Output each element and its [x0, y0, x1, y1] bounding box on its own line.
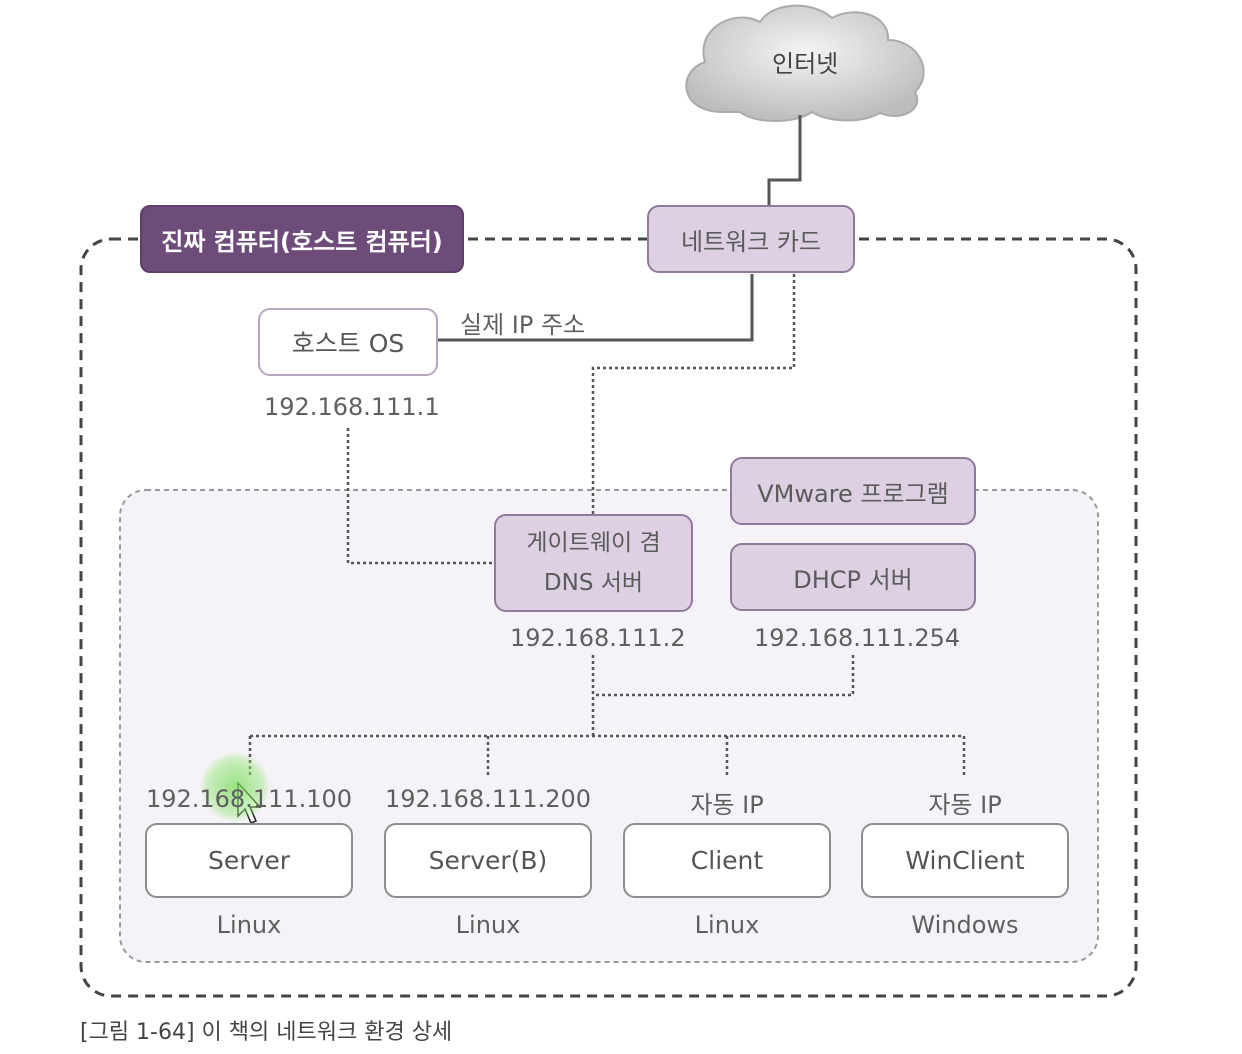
host-os-box: 호스트 OS — [258, 308, 438, 376]
gateway-ip: 192.168.111.2 — [510, 624, 686, 652]
client-os: Linux — [694, 911, 760, 939]
winclient-os: Windows — [911, 911, 1019, 939]
gateway-dns-box: 게이트웨이 겸 DNS 서버 — [494, 514, 693, 612]
client-ip: 자동 IP — [690, 791, 764, 819]
server-box: Server — [145, 823, 353, 898]
host-computer-label: 진짜 컴퓨터(호스트 컴퓨터) — [140, 205, 464, 273]
serverb-os: Linux — [455, 911, 521, 939]
cursor-highlight — [200, 752, 270, 822]
serverb-ip: 192.168.111.200 — [384, 785, 592, 813]
nat-link — [591, 274, 796, 514]
winclient-ip: 자동 IP — [928, 791, 1002, 819]
cloud-icon — [685, 4, 925, 122]
host-os-ip: 192.168.111.1 — [264, 393, 440, 421]
winclient-box: WinClient — [861, 823, 1069, 898]
dhcp-ip: 192.168.111.254 — [754, 624, 961, 652]
internet-link — [767, 115, 802, 205]
client-box: Client — [623, 823, 831, 898]
network-card-box: 네트워크 카드 — [647, 205, 855, 273]
figure-caption: [그림 1-64] 이 책의 네트워크 환경 상세 — [80, 1020, 453, 1045]
gateway-label-line2: DNS 서버 — [543, 570, 644, 596]
serverb-box: Server(B) — [384, 823, 592, 898]
dhcp-server-box: DHCP 서버 — [730, 543, 976, 611]
gateway-label-line1: 게이트웨이 겸 — [526, 530, 661, 556]
host-gateway-link — [346, 428, 494, 565]
server-os: Linux — [216, 911, 282, 939]
real-ip-link — [437, 274, 754, 342]
internet-label: 인터넷 — [772, 50, 839, 78]
vmware-program-box: VMware 프로그램 — [730, 457, 976, 525]
real-ip-label: 실제 IP 주소 — [460, 311, 586, 339]
server-ip: 192.168.111.100 — [145, 785, 353, 813]
host-computer-boundary — [79, 237, 1138, 998]
dhcp-link — [593, 655, 855, 697]
